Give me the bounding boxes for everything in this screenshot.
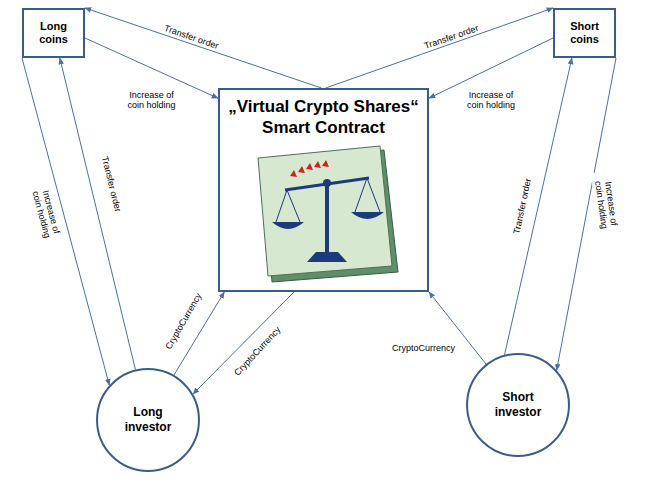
investor-circle: Short investor [466,353,570,457]
contract-title: „Virtual Crypto Shares“ Smart Contract [228,96,419,139]
edge-label: Increase of coin holding [27,179,64,248]
contract-box: „Virtual Crypto Shares“ Smart Contract [218,88,429,292]
left-pan [272,222,304,229]
edge-label: Transfer order [511,176,534,238]
edge-label: CryptoCurrency [162,290,204,353]
node-text: Long coins [27,20,80,46]
coin-box: Long coins [22,8,85,58]
edge-label: Transfer order [99,153,124,214]
scale-base [307,252,347,262]
node-text: Short investor [483,390,553,420]
edge-label: Transfer order [421,22,482,52]
right-pan [351,212,384,219]
edge-label: Increase of coin holding [591,170,621,238]
scale-pole [325,180,329,252]
node-text: Short coins [558,20,611,46]
investor-circle: Long investor [96,368,200,472]
red-marks [290,160,329,177]
scales-picture [258,146,398,282]
connector-arrow [22,58,109,385]
node-text: Long investor [113,405,183,435]
edge-label: Increase of coin holding [458,90,524,111]
scale-beam [285,178,369,190]
connector-arrow [326,8,553,88]
edge-label: CryptoCurrency [390,343,457,353]
coin-box: Short coins [553,8,616,58]
edge-label: CryptoCurrency [231,323,284,379]
connector-arrow [193,292,294,394]
document [258,146,392,276]
connector-arrow [85,8,321,88]
edge-label: Increase of coin holding [119,90,185,111]
